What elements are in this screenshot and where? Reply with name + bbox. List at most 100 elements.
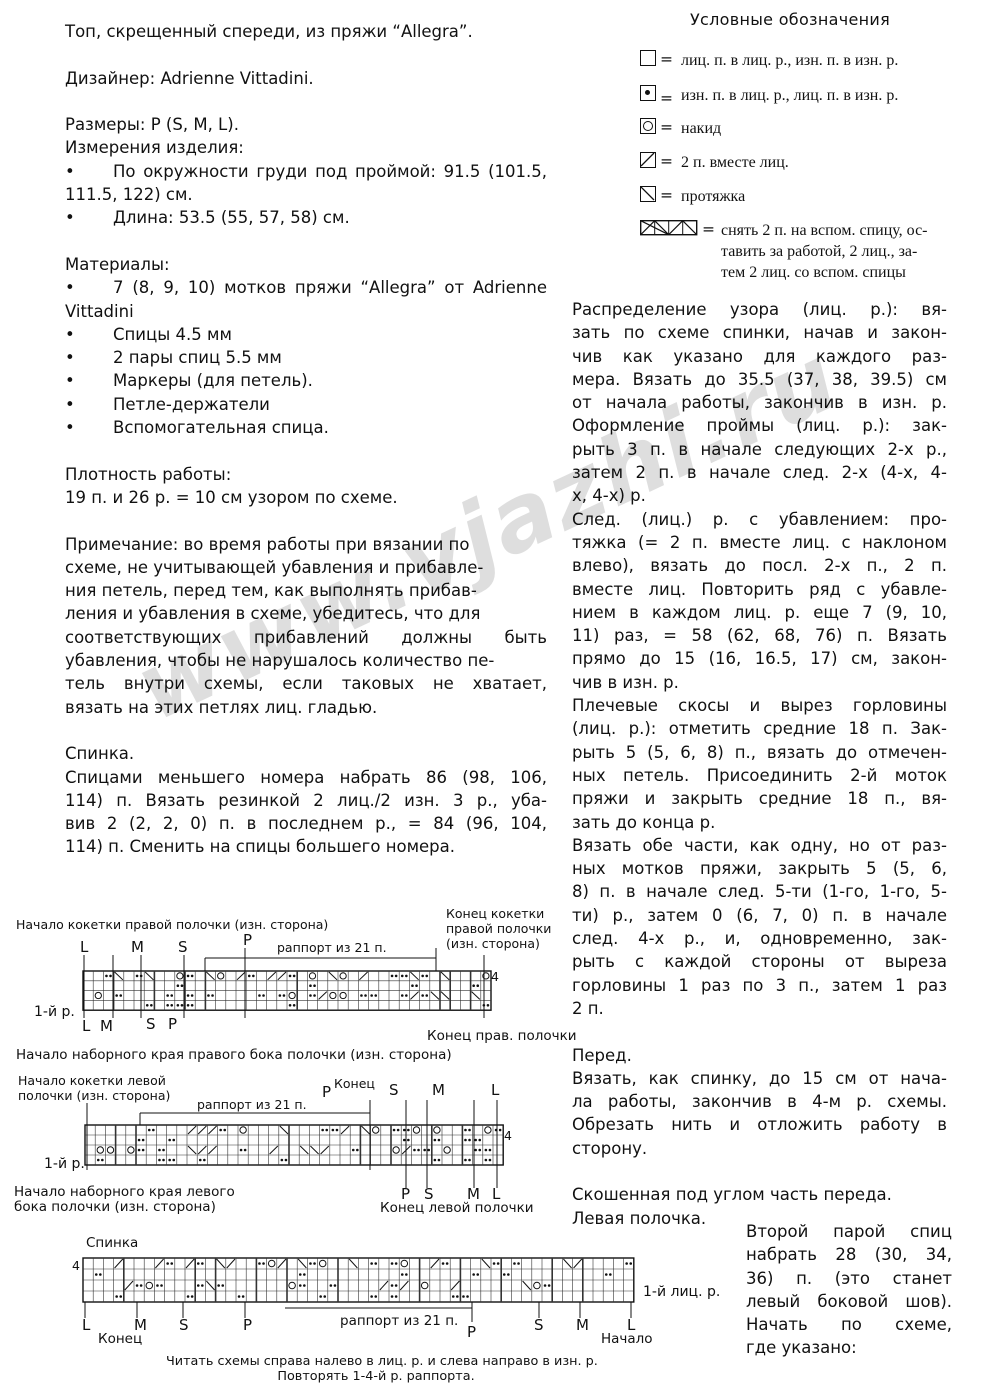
purl-dot <box>335 1128 339 1132</box>
chart2-label-top-left: Начало кокетки левой полочки (изн. сторо… <box>18 1073 171 1103</box>
yarn-over-mark <box>176 972 184 980</box>
right-text-line: зать до конца р. <box>572 812 716 832</box>
yarn-over-mark <box>106 1146 115 1154</box>
purl-dot <box>166 1004 169 1007</box>
purl-dot <box>94 1273 98 1276</box>
purl-dot <box>402 1138 406 1142</box>
chart3-marker: S <box>534 1316 544 1334</box>
purl-dot <box>252 974 255 978</box>
purl-dot <box>170 1262 174 1265</box>
purl-dot <box>172 1138 176 1142</box>
purl-dot <box>292 1004 296 1007</box>
note-line: ления и убавления в схеме, убедитесь, чт… <box>65 604 481 624</box>
right-text-line: зать по схеме спинки, начав и закон- <box>572 323 947 343</box>
ssk-mark <box>279 1125 289 1135</box>
right-text-line: горловины 1 раз по 3 п., затем 1 раз <box>572 975 947 995</box>
chart3-marker: P <box>243 1316 253 1334</box>
note-line: убавления, чтобы не нарушалось количеств… <box>65 651 495 671</box>
purl-dot <box>313 1262 316 1265</box>
purl-dot <box>488 1148 492 1152</box>
note-line: Примечание: во время работы при вязании … <box>65 534 470 554</box>
purl-dot <box>474 1148 477 1152</box>
materials-item: •Спицы 4.5 мм <box>65 324 232 344</box>
purl-dot <box>400 1273 404 1276</box>
chart3-note: Читать схемы справа налево в лиц. р. и с… <box>166 1354 598 1384</box>
ssk-mark <box>522 1280 532 1291</box>
purl-dot <box>190 1004 194 1007</box>
k2tog-mark <box>197 1145 207 1155</box>
purl-dot <box>323 1295 327 1298</box>
purl-dot <box>425 974 429 978</box>
right-text-line: мера. Вязать до 35.5 (37, 38, 39.5) см <box>572 369 947 389</box>
legend-item: = лиц. п. в лиц. р., изн. п. в изн. р. <box>640 50 898 71</box>
purl-dot <box>196 1262 200 1265</box>
k2tog-mark <box>320 1145 330 1155</box>
purl-dot <box>313 984 316 987</box>
yarn-over-mark <box>339 972 347 980</box>
purl-dot <box>221 1284 225 1287</box>
k2tog-mark <box>359 971 368 981</box>
back-line: вив 2 (2, 2, 0) п. в последнем р., = 84 … <box>65 814 547 834</box>
yarn-over-mark <box>412 1126 421 1134</box>
k2tog-mark <box>410 991 419 1000</box>
right-text-line: Оформление проймы (лиц. р.): зак- <box>572 416 947 436</box>
purl-dot <box>176 1004 180 1007</box>
chart2-marker: L <box>492 1185 501 1203</box>
yarn-over-mark <box>400 1259 409 1268</box>
purl-dot <box>119 994 123 997</box>
purl-dot <box>101 1158 104 1162</box>
purl-dot <box>217 1284 220 1287</box>
purl-dot <box>394 974 398 978</box>
purl-dot <box>141 1138 145 1142</box>
measure-length: •Длина: 53.5 (55, 57, 58) см. <box>65 208 350 228</box>
ssk-mark <box>187 1145 197 1155</box>
purl-dot <box>284 1158 288 1162</box>
purl-dot <box>484 1148 488 1152</box>
k2tog-mark <box>340 1125 350 1135</box>
purl-dot <box>370 1262 373 1265</box>
sizes: Размеры: P (S, M, L). <box>65 115 239 135</box>
final-line: левый боковой шов). <box>746 1291 952 1311</box>
k2tog-mark <box>226 1258 236 1269</box>
right-text-line: след. 4-х р., и, одновременно, зак- <box>572 929 947 949</box>
legend: Условные обозначения = лиц. п. в лиц. р.… <box>639 10 960 281</box>
purl-dot <box>282 994 286 997</box>
ssk-mark <box>563 1258 572 1269</box>
back-header: Спинка. <box>65 744 135 764</box>
purl-dot <box>321 1128 324 1132</box>
purl-dot <box>502 1273 506 1276</box>
k2tog-mark <box>318 991 328 1000</box>
purl-dot <box>390 1284 394 1287</box>
purl-dot <box>152 1128 155 1132</box>
purl-dot <box>464 1128 467 1132</box>
purl-dot <box>468 1128 471 1132</box>
chart2-marker: P <box>322 1083 332 1101</box>
final-line: Второй парой спиц <box>746 1222 952 1241</box>
purl-dot <box>462 1295 465 1298</box>
chart3-end: Конец <box>98 1331 143 1347</box>
chart1-marker: P <box>168 1015 178 1033</box>
right-slash-square-icon <box>640 152 656 168</box>
purl-dot <box>402 1128 406 1132</box>
purl-dot <box>241 1295 245 1298</box>
purl-dot <box>137 1148 141 1152</box>
yarn-over-mark <box>433 1126 441 1134</box>
right-text-line: чив как указано для каждого раз- <box>572 346 947 366</box>
purl-dot <box>207 994 210 997</box>
purl-dot <box>158 1148 161 1152</box>
purl-dot <box>186 994 190 997</box>
purl-dot <box>478 1148 482 1152</box>
note-line: схеме, не учитывающей убавления и прибав… <box>65 557 484 577</box>
purl-dot <box>105 974 108 978</box>
legend-item: = изн. п. в лиц. р., лиц. п. в изн. р. <box>640 85 898 107</box>
ssk-mark <box>348 1258 358 1269</box>
purl-dot <box>203 1158 206 1162</box>
chart1-label-top-left: Начало кокетки правой полочки (изн. стор… <box>16 917 329 932</box>
chart2-bottom-left: Начало наборного края левого бока полочк… <box>14 1184 235 1215</box>
chart2-repeat-label: раппорт из 21 п. <box>197 1097 307 1112</box>
purl-dot <box>390 974 394 978</box>
purl-dot <box>437 1138 441 1142</box>
k2tog-mark <box>450 1280 460 1291</box>
